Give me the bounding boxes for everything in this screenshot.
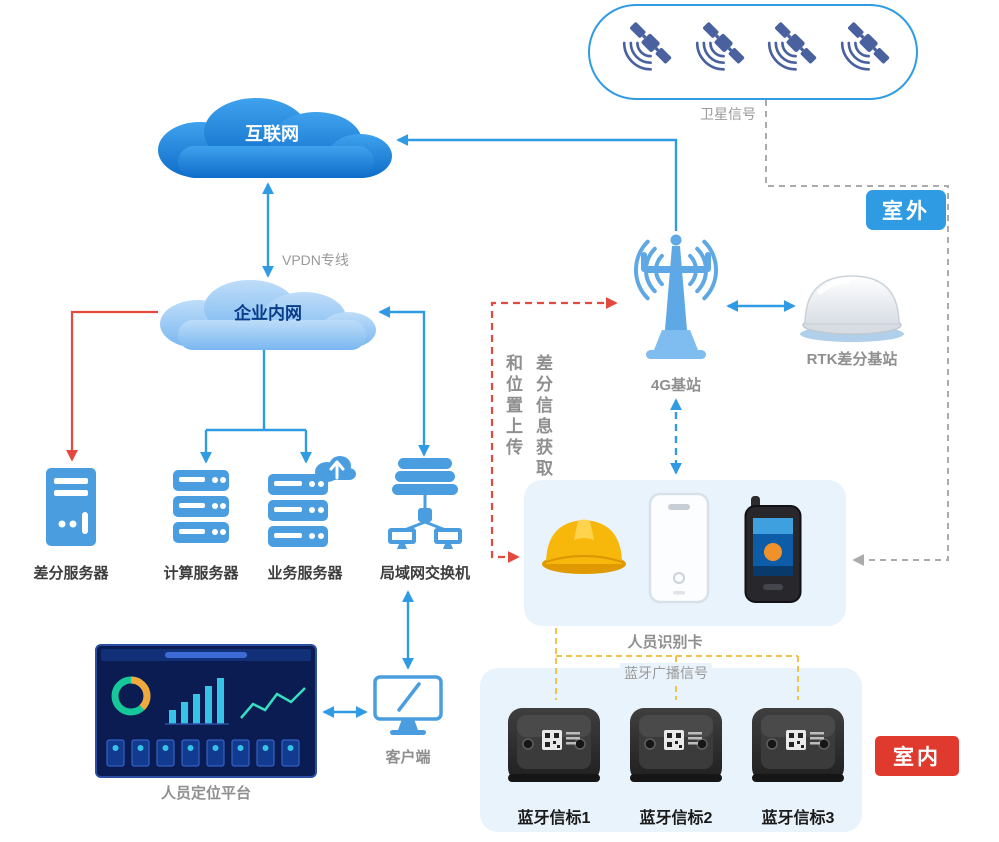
intranet-label: 企业内网 (234, 303, 302, 323)
platform-label: 人员定位平台 (160, 785, 251, 802)
cloud-server-icon (268, 456, 356, 547)
link-diff-info (490, 297, 618, 563)
satellite-icon (684, 21, 750, 83)
cloud-shape (158, 98, 392, 178)
vpdn-label: VPDN专线 (282, 252, 349, 268)
internet-label: 互联网 (245, 124, 299, 144)
id-card-icon (648, 492, 710, 604)
lan-switch-icon (388, 458, 462, 549)
cloud-shape (160, 280, 376, 350)
satellite-icon (611, 21, 677, 83)
tower-server-icon (46, 468, 96, 546)
compute-server-label: 计算服务器 (163, 565, 239, 582)
business-server-label: 业务服务器 (267, 565, 343, 582)
diff-info-column: 差分信息获取 (533, 354, 552, 480)
link-intranet-servers (200, 350, 312, 464)
satellite-signal-label: 卫星信号 (700, 106, 756, 122)
satellite-group-box (588, 4, 918, 100)
handheld-terminal-icon (744, 496, 802, 603)
outdoor-zone-badge: 室外 (866, 190, 946, 230)
link-bluetooth (555, 628, 799, 700)
bluetooth-beacon-icon (752, 708, 844, 782)
intranet-cloud: 企业内网 (152, 272, 384, 358)
link-4g-internet (396, 134, 678, 231)
link-intranet-switch (378, 306, 430, 457)
tower-4g-icon (633, 234, 719, 359)
beacon-3-label: 蓝牙信标3 (761, 810, 835, 827)
internet-cloud: 互联网 (148, 90, 396, 188)
person-card-label: 人员识别卡 (627, 634, 703, 651)
dashboard-icon (95, 644, 317, 778)
client-label: 客户端 (385, 749, 431, 766)
helmet-icon (542, 519, 626, 574)
satellite-icon (756, 21, 822, 83)
lan-switch-label: 局域网交换机 (379, 565, 470, 582)
diff-server-label: 差分服务器 (33, 565, 109, 582)
beacon-2-label: 蓝牙信标2 (639, 810, 713, 827)
diff-info-vertical-text: 和位置上传 差分信息获取 (500, 354, 555, 480)
rtk-base-label: RTK差分基站 (806, 351, 898, 368)
link-satellite-signal (765, 100, 949, 566)
station-4g-label: 4G基站 (650, 377, 701, 394)
rack-server-icon (173, 470, 229, 543)
bluetooth-beacon-icon (508, 708, 600, 782)
rtk-dome-icon (800, 275, 904, 342)
monitor-icon (373, 675, 443, 735)
link-intranet-diffserver (66, 310, 158, 462)
beacon-1-label: 蓝牙信标1 (517, 810, 591, 827)
bluetooth-broadcast-label: 蓝牙广播信号 (620, 663, 712, 683)
indoor-zone-badge: 室内 (875, 736, 959, 776)
bluetooth-beacon-icon (630, 708, 722, 782)
upload-column: 和位置上传 (503, 354, 522, 459)
satellite-icon (829, 21, 895, 83)
